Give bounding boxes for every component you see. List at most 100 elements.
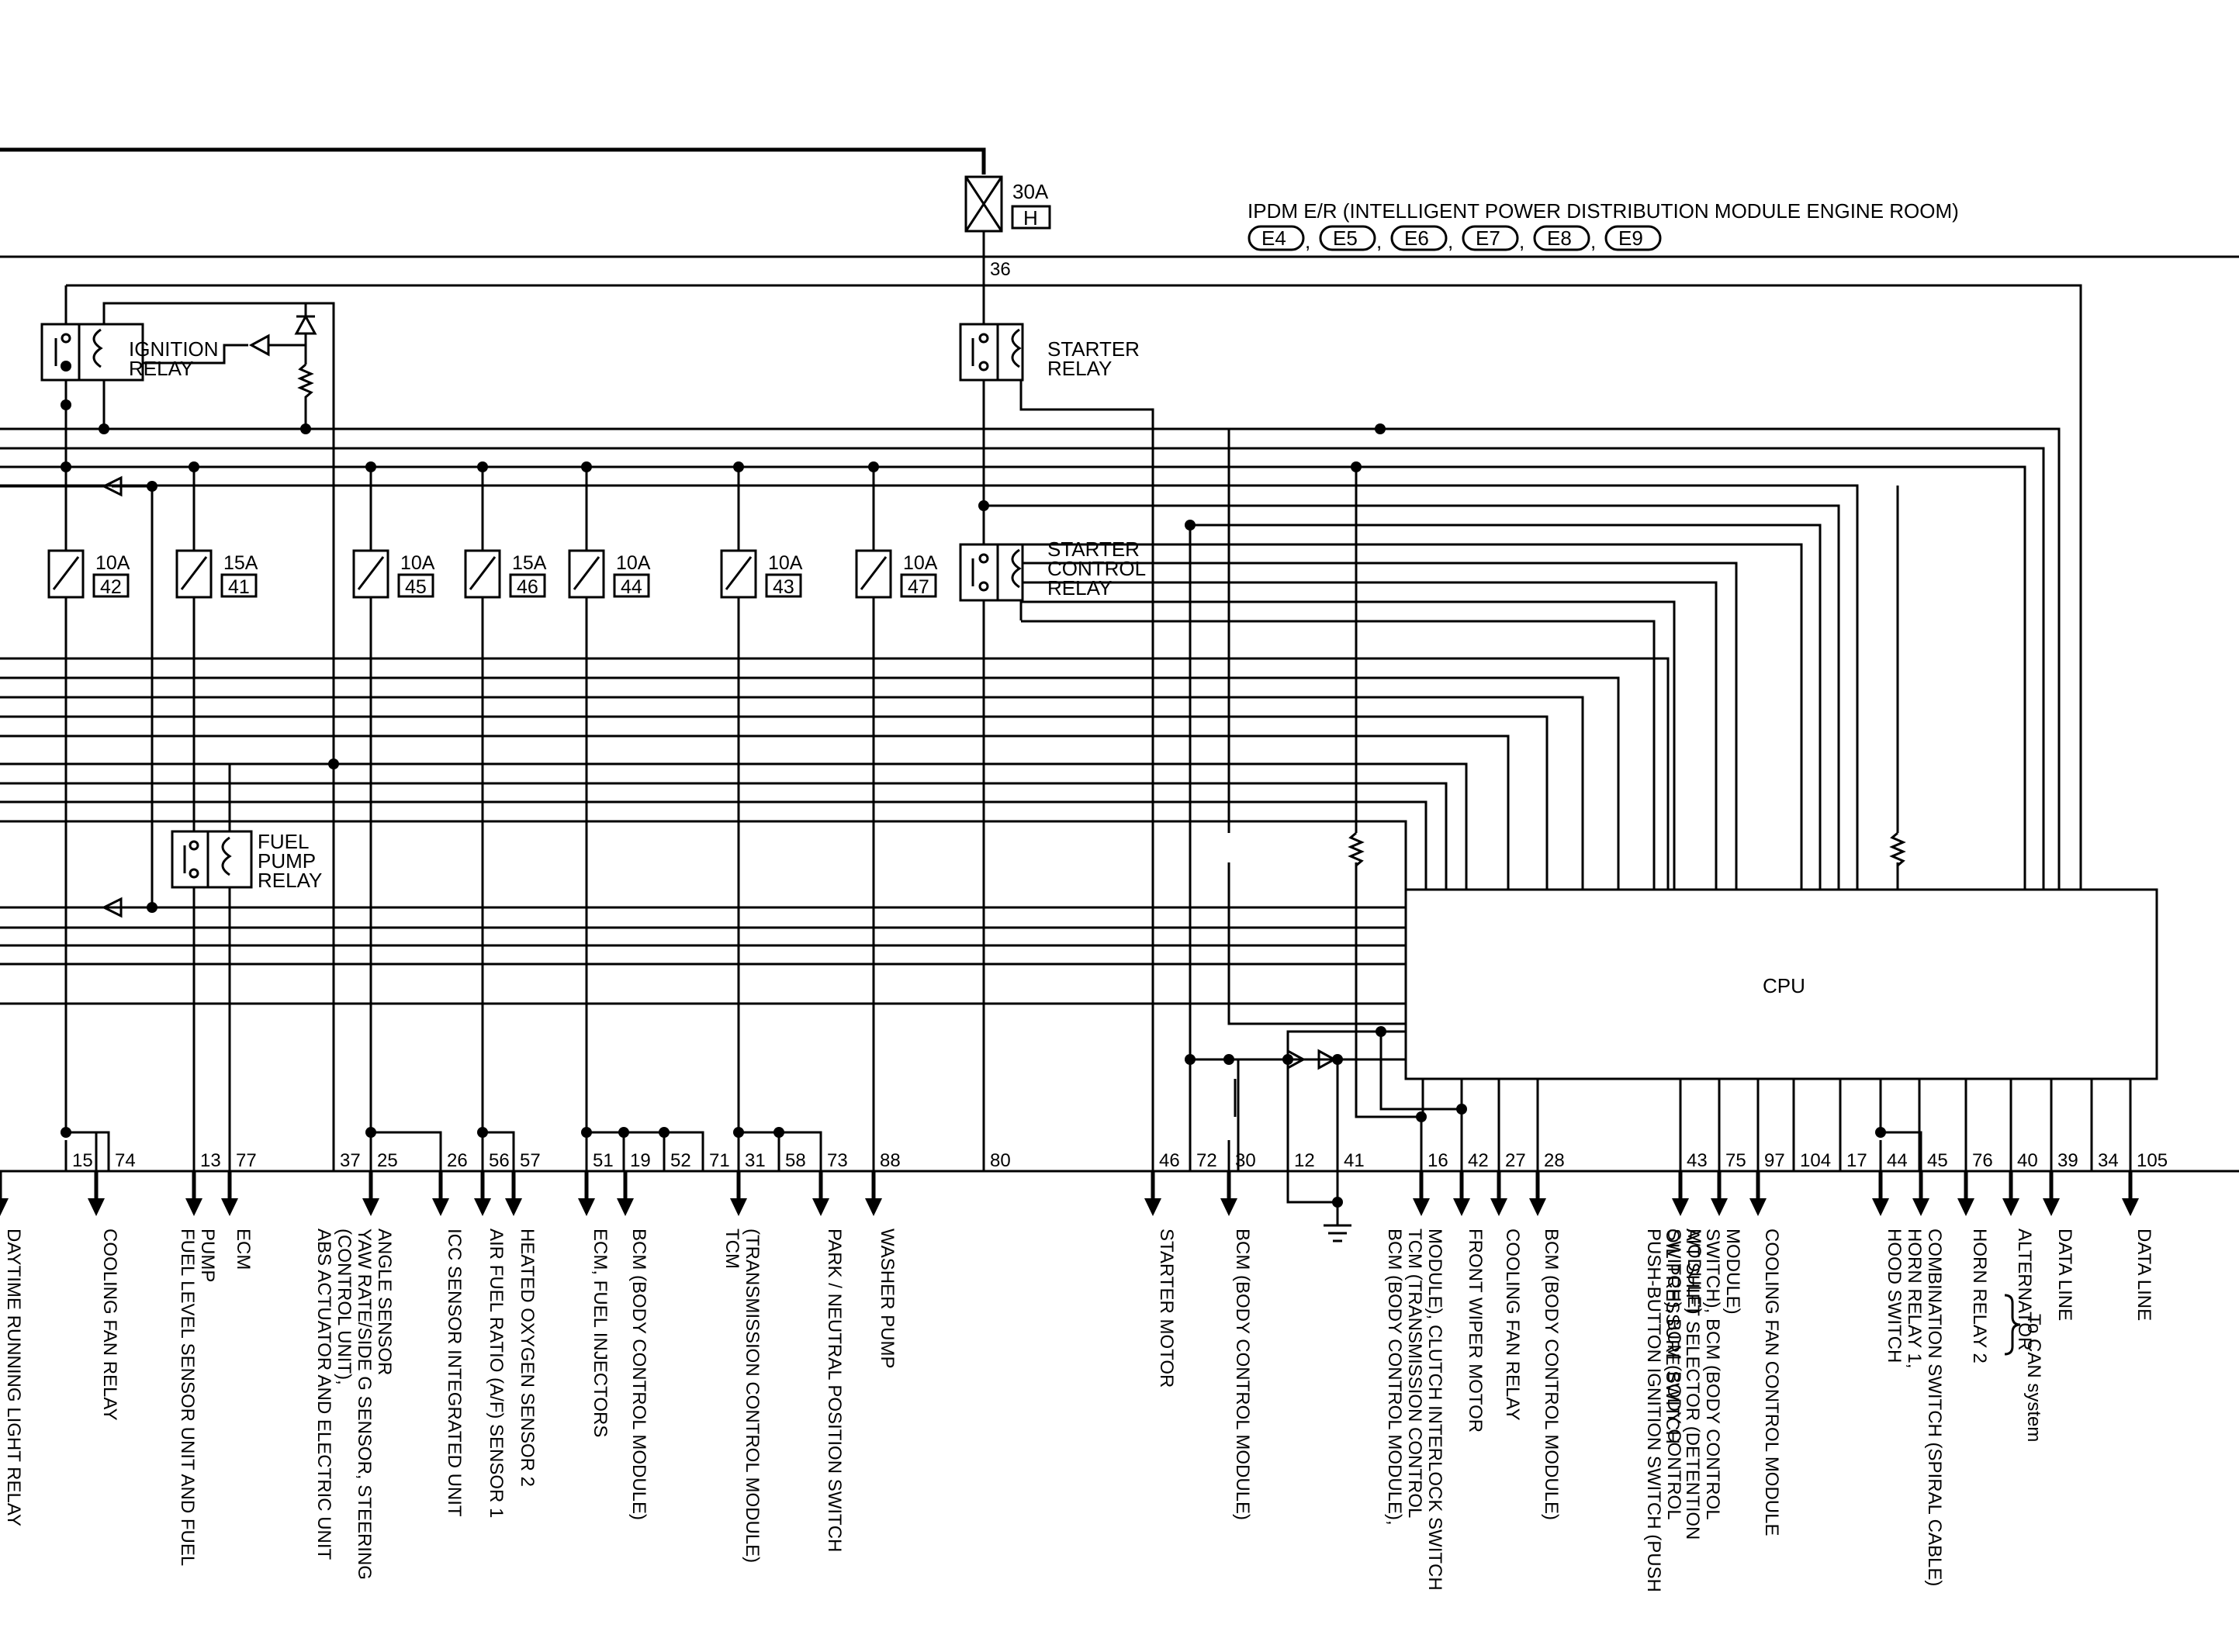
output-terminal: DATA LINE xyxy=(2043,1171,2075,1321)
output-terminal: ABS ACTUATOR AND ELECTRIC UNIT(CONTROL U… xyxy=(313,1171,395,1580)
output-label: DATA LINE xyxy=(2133,1229,2154,1321)
output-label: HOOD SWITCH xyxy=(1884,1229,1905,1363)
cpu-label: CPU xyxy=(1763,974,1805,997)
output-label: YAW RATE/SIDE G SENSOR, STEERING xyxy=(354,1229,375,1580)
output-label: BCM (BODY CONTROL MODULE) xyxy=(1232,1229,1253,1520)
fuse-amps: 10A xyxy=(95,552,130,574)
terminal-number: 72 xyxy=(1196,1150,1217,1171)
ignition-relay-label: IGNITION RELAY xyxy=(129,337,219,380)
connector-separator: , xyxy=(1305,230,1310,253)
junction-dot xyxy=(1351,461,1362,472)
output-label: HEATED OXYGEN SENSOR 2 xyxy=(517,1229,538,1487)
output-terminal: BCM (BODY CONTROL MODULE) xyxy=(1220,1171,1253,1520)
terminal-number: 40 xyxy=(2017,1150,2038,1171)
output-label: WASHER PUMP xyxy=(877,1229,898,1368)
output-label: FRONT WIPER MOTOR xyxy=(1465,1229,1486,1433)
junction-dot xyxy=(1185,1054,1196,1065)
connector-label: E8 xyxy=(1547,226,1572,250)
output-label: DATA LINE xyxy=(2054,1229,2075,1321)
output-label: COOLING FAN CONTROL MODULE xyxy=(1761,1229,1782,1536)
junction-dot xyxy=(1223,1054,1234,1065)
terminal-number: 97 xyxy=(1764,1150,1785,1171)
output-label: MODULE) xyxy=(1722,1229,1743,1315)
junction-dot xyxy=(1185,520,1196,531)
junction-dot xyxy=(61,399,71,410)
output-terminal: BCM (BODY CONTROL MODULE) xyxy=(617,1171,649,1520)
output-terminal: FRONT WIPER MOTOR xyxy=(1453,1171,1486,1433)
junction-dot xyxy=(328,759,339,769)
output-label: PUMP xyxy=(197,1229,218,1282)
svg-text:RELAY: RELAY xyxy=(129,357,193,380)
output-label: TCM (TRANSMISSION CONTROL xyxy=(1404,1229,1425,1518)
output-terminal: HEATED OXYGEN SENSOR 2 xyxy=(505,1171,538,1487)
output-label: ECM, FUEL INJECTORS xyxy=(590,1229,611,1437)
connector-separator: , xyxy=(1448,230,1453,253)
junction-dot xyxy=(365,461,376,472)
fuse-number: 45 xyxy=(405,576,427,598)
junction-dots xyxy=(61,361,1886,1208)
terminal-number: 105 xyxy=(2137,1150,2168,1171)
module-connectors: E4,E5,E6,E7,E8,E9 xyxy=(1248,225,1662,253)
junction-dot xyxy=(1282,1054,1293,1065)
connector-oval xyxy=(1248,225,1305,251)
fuse-amps: 15A xyxy=(223,552,258,574)
output-label: BCM (BODY CONTROL MODULE) xyxy=(1541,1229,1562,1520)
svg-text:RELAY: RELAY xyxy=(1047,357,1112,380)
terminal-number: 51 xyxy=(593,1150,614,1171)
junction-dot xyxy=(978,500,989,511)
junction-dot xyxy=(61,1127,71,1138)
connector-label: E4 xyxy=(1261,226,1286,250)
terminal-number: 88 xyxy=(880,1150,901,1171)
connector-label: E6 xyxy=(1404,226,1429,250)
terminal-number: 74 xyxy=(115,1150,136,1171)
output-terminal: AIR FUEL RATIO (A/F) SENSOR 1 xyxy=(474,1171,507,1518)
fuse-number: 44 xyxy=(621,576,642,598)
svg-text:STARTER: STARTER xyxy=(1047,537,1140,561)
output-terminal: ECM, FUEL INJECTORS xyxy=(578,1171,611,1437)
output-terminal: PARK / NEUTRAL POSITION SWITCH xyxy=(812,1171,845,1552)
junction-dot xyxy=(1875,1127,1886,1138)
svg-text:FUEL: FUEL xyxy=(258,830,309,853)
output-label: PUSH-BUTTON IGNITION SWITCH (PUSH xyxy=(1643,1229,1664,1592)
output-label: MODULE) xyxy=(1684,1229,1704,1315)
output-label: BCM (BODY CONTROL MODULE) xyxy=(628,1229,649,1520)
terminal-number: 27 xyxy=(1505,1150,1526,1171)
terminal-number: 13 xyxy=(200,1150,221,1171)
output-terminal: WASHER PUMP xyxy=(865,1171,898,1368)
junction-dot xyxy=(99,423,109,434)
terminal-number: 104 xyxy=(1800,1150,1831,1171)
terminal-number: 43 xyxy=(1687,1150,1708,1171)
output-label: HORN RELAY 1, xyxy=(1904,1229,1925,1369)
output-terminal: ECM xyxy=(221,1171,254,1270)
terminal-number: 41 xyxy=(1344,1150,1365,1171)
output-label: OIL PRESSURE SWITCH xyxy=(1662,1229,1683,1444)
output-label: SWITCH), BCM (BODY CONTROL xyxy=(1702,1229,1723,1520)
terminal-number: 26 xyxy=(447,1150,468,1171)
output-label: BCM (BODY CONTROL MODULE), xyxy=(1384,1229,1405,1526)
junction-dot xyxy=(733,1127,744,1138)
connector-oval xyxy=(1390,225,1448,251)
junction-dot xyxy=(147,902,157,913)
output-terminal: HORN RELAY 1,COMBINATION SWITCH (SPIRAL … xyxy=(1904,1171,1945,1586)
connector-oval xyxy=(1462,225,1519,251)
output-terminal: DAYTIME RUNNING LIGHT RELAY xyxy=(0,1171,24,1526)
output-label: (TRANSMISSION CONTROL MODULE) xyxy=(742,1229,763,1563)
fuel-pump-relay-label: FUEL PUMP RELAY xyxy=(258,830,322,892)
fuse-amps: 15A xyxy=(512,552,547,574)
output-label: FUEL LEVEL SENSOR UNIT AND FUEL xyxy=(177,1229,198,1566)
output-label: (CONTROL UNIT), xyxy=(334,1229,355,1385)
output-label: TCM xyxy=(722,1229,742,1269)
output-label: ICC SENSOR INTEGRATED UNIT xyxy=(444,1229,465,1517)
svg-text:RELAY: RELAY xyxy=(258,869,322,892)
static-wiring xyxy=(0,147,2239,1356)
terminal-number: 15 xyxy=(72,1150,93,1171)
junction-dot xyxy=(1376,1026,1386,1037)
terminal-number: 39 xyxy=(2057,1150,2078,1171)
